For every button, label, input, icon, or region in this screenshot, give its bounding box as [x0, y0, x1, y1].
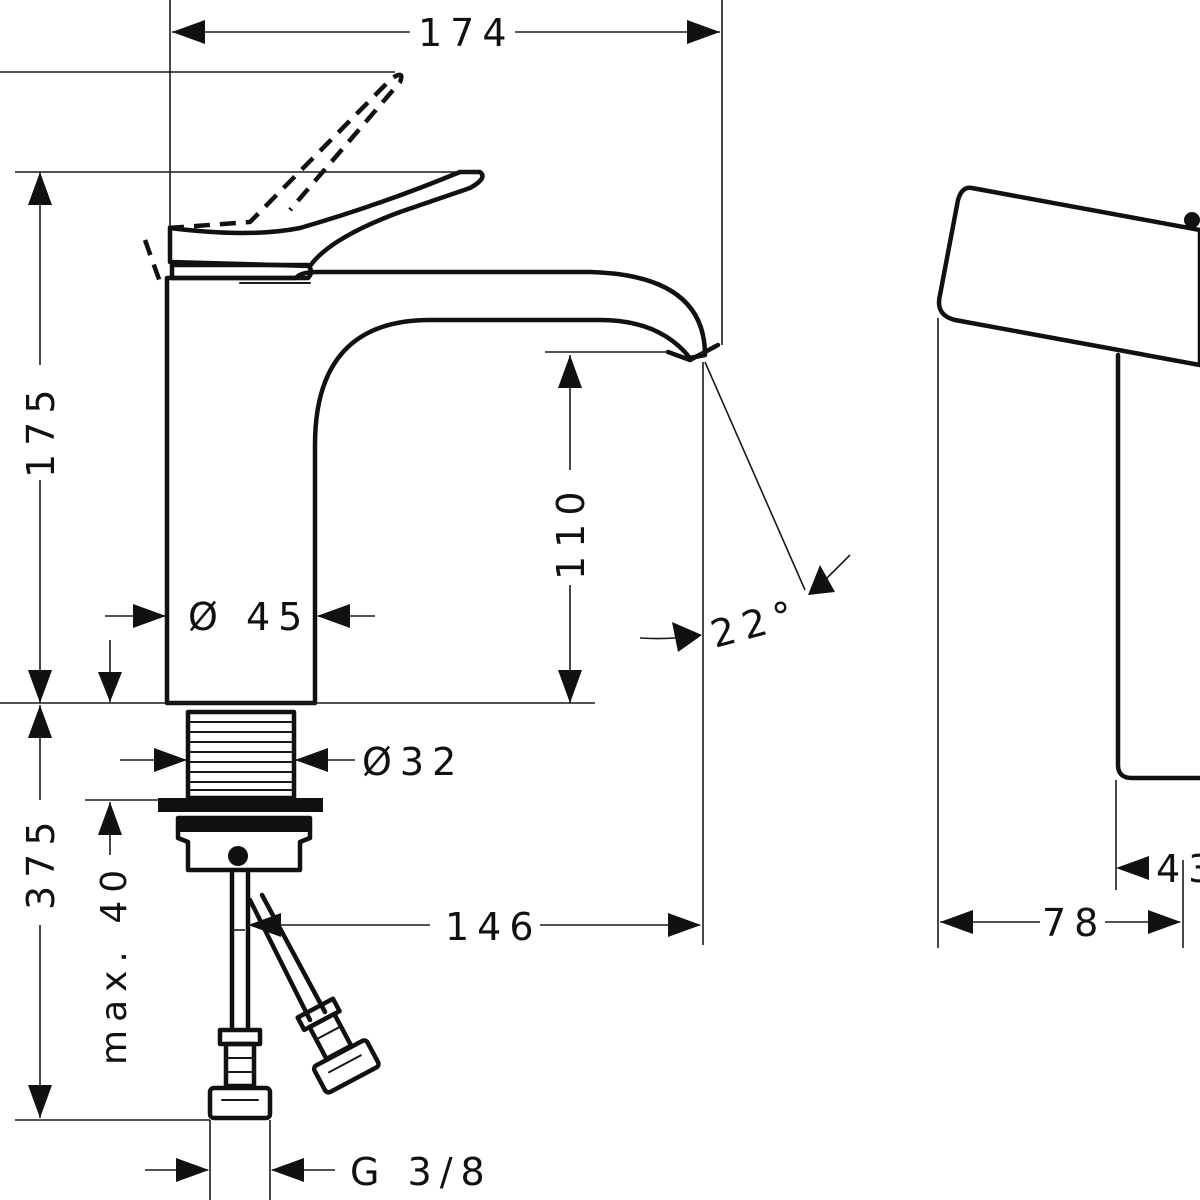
supply-hose-angled: [247, 892, 328, 1023]
mounting-assembly: [158, 709, 381, 1121]
side-handle: [936, 185, 1200, 368]
dim-diameter-45: Ø 45: [188, 595, 310, 639]
hose-connector-angled: [295, 996, 381, 1095]
mounting-plate: [158, 798, 323, 812]
dim-side-78: 78: [1042, 901, 1106, 945]
spout-outlet: [665, 342, 721, 363]
dim-reach-146: 146: [445, 905, 542, 949]
hose-connector-straight: [207, 1027, 273, 1121]
supply-hose-straight: [229, 867, 251, 1033]
side-body: [1115, 352, 1200, 781]
dim-connection-g38: G 3/8: [350, 1150, 493, 1194]
faucet-body: [164, 269, 708, 706]
dim-angle-22: 22°: [706, 591, 806, 657]
dim-thread-32: Ø32: [362, 740, 464, 784]
dim-below-375: 375: [19, 813, 63, 910]
dimension-labels: 174 175 110 Ø 45 Ø32 22° 375 max. 40 146…: [19, 11, 1200, 1194]
threaded-shank: [185, 709, 297, 801]
dimension-arrows: [28, 20, 851, 1182]
dim-height-175: 175: [19, 381, 63, 478]
dim-width-174: 174: [418, 11, 515, 55]
lever-handle: [167, 169, 485, 269]
extension-lines: [0, 0, 806, 1200]
thread-lines: [189, 721, 293, 791]
nut-screw: [228, 846, 248, 866]
dim-side-43: 43: [1156, 847, 1200, 891]
lever-handle-open: [142, 72, 404, 283]
faucet-side-view: [936, 185, 1200, 948]
faucet-front-view: [142, 72, 721, 706]
dim-spout-110: 110: [549, 483, 593, 580]
dim-max-40: max. 40: [94, 862, 135, 1065]
